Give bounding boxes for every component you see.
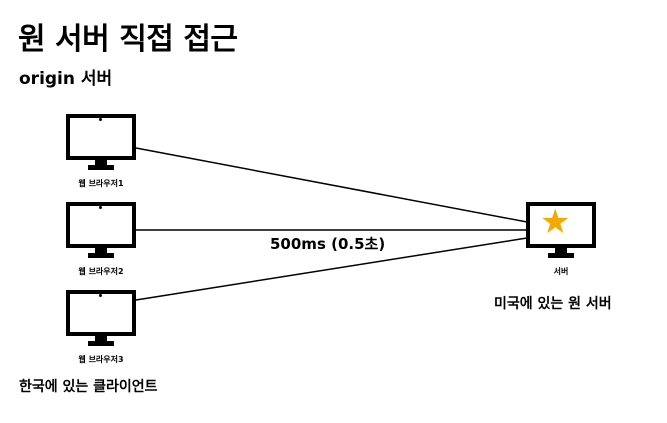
star-icon: ★ — [540, 202, 571, 242]
monitor-icon — [66, 114, 136, 172]
server-monitor-icon: ★ — [526, 202, 596, 260]
monitor-icon — [66, 202, 136, 260]
server-label: 서버 — [553, 267, 569, 276]
page-title: 원 서버 직접 접근 — [18, 22, 238, 57]
connection-line-3 — [135, 237, 528, 301]
client-group-label: 한국에 있는 클라이언트 — [19, 379, 158, 395]
server-group-label: 미국에 있는 원 서버 — [494, 296, 612, 312]
client-label-1: 웹 브라우저1 — [78, 179, 124, 188]
page-subtitle: origin 서버 — [19, 69, 113, 89]
monitor-icon — [66, 290, 136, 348]
client-label-2: 웹 브라우저2 — [78, 267, 124, 276]
client-label-3: 웹 브라우저3 — [78, 355, 124, 364]
connection-line-1 — [135, 147, 528, 223]
latency-label: 500ms (0.5초) — [270, 235, 386, 253]
